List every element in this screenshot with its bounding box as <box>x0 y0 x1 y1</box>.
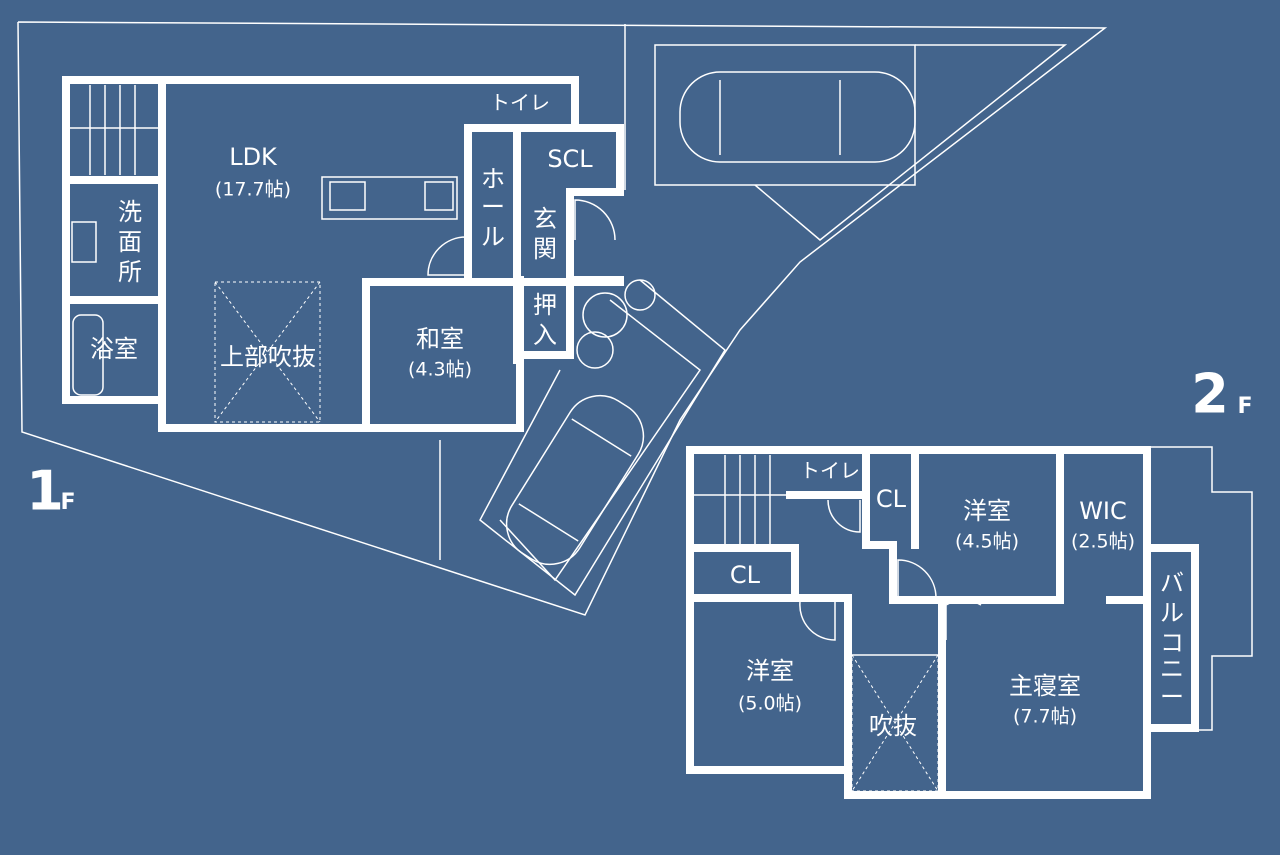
car-icon <box>679 71 916 163</box>
room-size-western-room-b: (5.0帖) <box>738 693 802 715</box>
staircase-icon <box>70 85 158 175</box>
room-label-cl-small: CL <box>876 485 907 513</box>
room-label-balcony: ー <box>1160 683 1184 711</box>
door-icon <box>574 199 616 241</box>
door-icon <box>799 601 836 641</box>
room-size-ldk: (17.7帖) <box>215 179 291 201</box>
room-label-balcony: ル <box>1160 599 1184 627</box>
sink-icon <box>329 181 366 211</box>
site-boundary <box>17 21 1108 616</box>
floor-1-plan: LDK (17.7帖) 洗 面 所 浴室 上部吹抜 和室 (4.3帖) トイレ … <box>17 21 1108 616</box>
room-label-hall: ル <box>481 223 505 251</box>
staircase-icon <box>694 455 790 545</box>
washbasin-icon <box>71 221 97 263</box>
room-label-entrance: 玄 <box>533 205 557 233</box>
room-label-balcony: バ <box>1160 569 1184 597</box>
room-size-western-room-a: (4.5帖) <box>955 531 1019 553</box>
walls-1f <box>62 76 624 432</box>
walls-2f <box>686 446 1199 799</box>
room-label-entrance: 関 <box>533 235 557 263</box>
bathtub-icon <box>72 314 104 396</box>
room-label-toilet: トイレ <box>490 91 550 115</box>
room-label-balcony: ニ <box>1160 655 1184 683</box>
stove-icon <box>424 181 454 211</box>
floor-label-1f-unit: F <box>60 490 75 515</box>
fixtures-1f <box>70 85 616 423</box>
room-label-hall: ホ <box>481 165 505 193</box>
room-label-void-above: 上部吹抜 <box>220 343 316 371</box>
room-label-bath: 浴室 <box>90 335 138 363</box>
room-size-master-bedroom: (7.7帖) <box>1013 706 1077 728</box>
room-label-ldk: LDK <box>229 143 278 171</box>
room-size-wic: (2.5帖) <box>1071 531 1135 553</box>
room-label-master-bedroom: 主寝室 <box>1009 672 1081 700</box>
room-label-washroom: 所 <box>118 258 142 286</box>
tree-icon <box>582 292 628 338</box>
balcony-outline <box>1150 446 1253 731</box>
floor-label-2f-number: 2 <box>1191 363 1229 426</box>
room-label-hall: ー <box>481 193 505 221</box>
room-label-cl: CL <box>730 561 761 589</box>
door-icon <box>897 559 937 599</box>
parking-space <box>654 44 1068 241</box>
floor-2-plan: トイレ CL 洋室 (4.5帖) WIC (2.5帖) CL バ ル コ ニ ー… <box>686 363 1253 799</box>
room-label-washroom: 面 <box>118 228 142 256</box>
room-label-wic: WIC <box>1079 497 1127 525</box>
void-area <box>214 281 321 423</box>
kitchen-counter <box>321 176 458 220</box>
room-label-balcony: コ <box>1160 629 1184 657</box>
room-label-washroom: 洗 <box>118 198 142 226</box>
room-label-closet: 入 <box>533 321 557 349</box>
door-icon <box>427 236 467 276</box>
fixtures-2f <box>694 455 982 792</box>
room-label-western-room-a: 洋室 <box>963 497 1011 525</box>
tree-icon <box>624 279 656 311</box>
tree-icon <box>576 331 614 369</box>
room-label-japanese-room: 和室 <box>416 325 464 353</box>
room-label-toilet-2f: トイレ <box>800 459 860 483</box>
room-label-void: 吹抜 <box>869 712 917 740</box>
room-label-western-room-b: 洋室 <box>746 657 794 685</box>
door-icon <box>945 599 982 640</box>
door-icon <box>827 499 861 533</box>
room-label-scl: SCL <box>547 145 593 173</box>
car-icon <box>505 394 645 566</box>
floor-label-1f-number: 1 <box>26 460 64 523</box>
room-size-japanese-room: (4.3帖) <box>408 359 472 381</box>
floor-label-2f-unit: F <box>1237 394 1252 419</box>
approach-stairs <box>479 279 726 597</box>
room-label-closet: 押 <box>533 291 557 319</box>
